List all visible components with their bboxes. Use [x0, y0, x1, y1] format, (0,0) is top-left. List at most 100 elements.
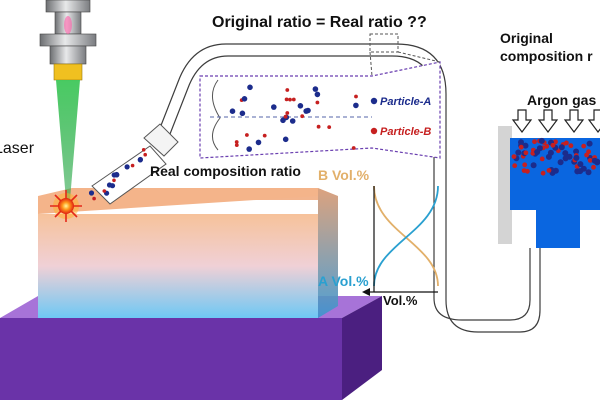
diagram-title: Original ratio = Real ratio ?? — [212, 14, 427, 31]
particle-a-dot — [246, 146, 252, 152]
particle-a-dot — [247, 84, 253, 91]
particle-b-dot — [234, 143, 239, 148]
particle-b-dot — [327, 125, 332, 129]
particle-a-dot — [314, 91, 321, 98]
particle-a-dot — [282, 136, 289, 143]
b-vol-curve — [373, 185, 439, 287]
particle-mixture-inset — [199, 33, 441, 159]
particle-a-dot — [573, 154, 580, 161]
down-arrow-icon — [537, 109, 559, 133]
vol-axis-arrow — [362, 288, 370, 296]
particle-b-dot — [568, 143, 574, 149]
particle-b-dot — [586, 149, 591, 155]
particle-b-dot — [532, 139, 537, 145]
real-composition-label: Real composition ratio — [150, 163, 301, 179]
particle-b-legend-dot — [370, 127, 378, 135]
melt-pool-spark-icon — [50, 190, 82, 222]
down-arrow-icon — [511, 109, 533, 133]
particle-a-dot — [239, 110, 246, 117]
particle-b-dot — [518, 144, 524, 150]
particle-a-dot — [124, 164, 130, 170]
vol-axis-label: Vol.% — [383, 293, 418, 308]
particle-a-dot — [566, 153, 573, 160]
focusing-lens — [53, 63, 83, 81]
particle-a-dot — [586, 140, 593, 147]
particle-b-dot — [285, 111, 290, 115]
particle-b-dot — [288, 97, 292, 102]
particle-b-dot — [141, 148, 146, 152]
particle-a-dot — [353, 102, 359, 109]
particle-a-dot — [312, 86, 319, 92]
nozzle-particle-stream — [88, 148, 147, 201]
particle-b-dot — [130, 163, 135, 168]
particle-b-dot — [522, 162, 528, 168]
inset-particles — [229, 84, 359, 152]
particle-b-dot — [112, 178, 116, 183]
particle-a-dot — [271, 104, 277, 110]
particle-a-dot — [545, 153, 552, 160]
particle-b-dot — [143, 152, 147, 157]
particle-b-dot — [587, 158, 593, 163]
particle-a-dot — [88, 190, 95, 196]
particle-b-dot — [539, 156, 545, 162]
particle-a-dot — [297, 103, 304, 109]
particle-b-dot — [523, 150, 529, 156]
particle-b-dot — [285, 88, 290, 92]
down-arrow-icon — [563, 109, 585, 133]
particle-b-dot — [284, 97, 289, 102]
laser-head — [39, 0, 97, 81]
particle-a-dot — [515, 149, 522, 156]
particle-b-dot — [581, 143, 587, 149]
particle-b-dot — [525, 168, 530, 174]
particle-a-dot — [591, 157, 598, 164]
particle-a-dot — [558, 144, 565, 151]
particle-a-dot — [573, 148, 580, 155]
argon-gas-arrows — [511, 109, 600, 133]
hopper-support — [498, 126, 512, 244]
particle-a-dot — [585, 169, 592, 176]
a-vol-curve — [373, 185, 439, 287]
particle-a-dot — [114, 172, 120, 178]
particle-a-dot — [522, 142, 529, 149]
particle-b-dot — [291, 97, 296, 102]
particle-a-dot — [536, 145, 543, 152]
original-composition-label-line1: Original — [500, 30, 553, 46]
particle-b-dot — [530, 150, 536, 156]
particle-b-dot — [283, 114, 288, 119]
particle-b-dot — [102, 189, 107, 193]
particle-b-dot — [546, 168, 552, 173]
zoom-marker — [369, 33, 399, 53]
particle-a-legend-dot — [370, 97, 378, 105]
particle-b-dot — [591, 164, 596, 170]
particle-b-dot — [351, 146, 356, 150]
laser-label: Laser — [0, 140, 35, 157]
particle-a-dot — [557, 159, 564, 166]
particle-b-dot — [544, 143, 550, 149]
particle-b-dot — [234, 140, 239, 144]
particle-b-dot — [540, 170, 546, 176]
particle-b-dot — [315, 100, 320, 105]
particle-b-dot — [316, 124, 321, 129]
particle-a-dot — [562, 150, 569, 157]
volume-fraction-plot — [362, 185, 439, 296]
deposited-block — [38, 188, 338, 318]
down-arrow-icon — [587, 109, 600, 133]
hopper-powder — [511, 137, 600, 176]
powder-nozzle — [91, 123, 179, 205]
particle-b-label: Particle-B — [380, 126, 432, 138]
original-composition-label-line2: composition r — [500, 48, 593, 64]
particle-b-dot — [262, 133, 267, 138]
particle-b-dot — [512, 163, 518, 169]
particle-b-dot — [92, 196, 96, 201]
particle-a-dot — [574, 168, 581, 175]
laser-beam — [56, 80, 80, 200]
particle-a-dot — [530, 162, 537, 169]
particle-a-dot — [137, 156, 143, 163]
a-vol-label: A Vol.% — [318, 273, 369, 289]
particle-b-dot — [300, 114, 305, 119]
particle-b-dot — [354, 94, 358, 99]
particle-a-dot — [577, 161, 584, 168]
particle-a-dot — [538, 137, 545, 144]
particle-a-dot — [255, 139, 262, 146]
